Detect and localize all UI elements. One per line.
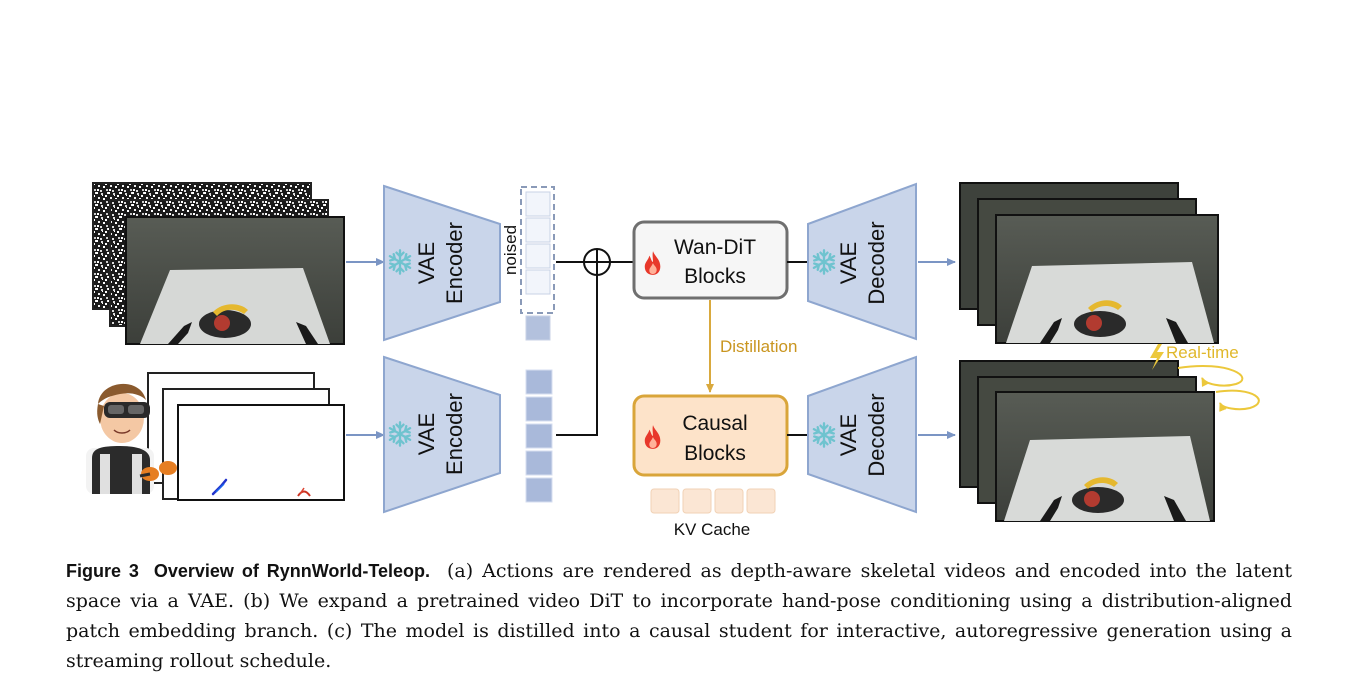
lightning-icon [1150,344,1164,370]
encoder-label-vae: VAE [414,242,439,284]
realtime-annotation: Real-time [1150,343,1260,412]
noised-latent-tokens: noised [501,186,555,341]
distillation-label: Distillation [720,337,797,356]
teacher-block-line2: Blocks [684,265,746,288]
generated-frame [995,214,1219,344]
realtime-label: Real-time [1166,343,1239,362]
caption-title: Overview of RynnWorld-Teleop. [153,561,431,581]
skeleton-video-stack [147,372,345,501]
decoder-label-vae: VAE [836,242,861,284]
encoder-label-vae: VAE [414,413,439,455]
causal-blocks: Causal Blocks [632,394,789,477]
figure-caption: Figure 3 Overview of RynnWorld-Teleop. (… [66,556,1292,676]
decoder-label-decoder: Decoder [864,393,889,476]
vae-decoder-bottom: VAE Decoder [807,355,917,514]
output-video-stack-top [959,182,1219,344]
teacher-block-line1: Wan-DiT [674,236,756,259]
noisy-video-stack [92,182,345,345]
encoder-label-encoder: Encoder [442,222,467,304]
noised-label: noised [501,225,520,275]
student-block-line1: Causal [682,412,747,435]
vae-encoder-top: VAE Encoder [383,184,501,342]
distillation-arrow: Distillation [706,300,797,393]
condition-latent-tokens [525,369,553,503]
scene-frame [125,216,345,345]
caption-label: Figure 3 [66,561,139,581]
wan-dit-blocks: Wan-DiT Blocks [632,220,789,300]
generated-frame [995,391,1215,522]
output-video-stack-bottom [959,360,1215,522]
sum-node-icon [556,248,634,436]
vae-decoder-top: VAE Decoder [807,182,917,341]
decoder-label-decoder: Decoder [864,221,889,304]
vae-encoder-bottom: VAE Encoder [383,355,501,514]
decoder-label-vae: VAE [836,414,861,456]
kv-cache-label: KV Cache [674,520,751,539]
kv-cache: KV Cache [650,488,776,539]
student-block-line2: Blocks [684,442,746,465]
encoder-label-encoder: Encoder [442,393,467,475]
caption-text: (a) Actions are rendered as depth-aware … [66,560,1293,672]
skeleton-frame [177,404,345,501]
vr-operator-icon [86,383,177,494]
